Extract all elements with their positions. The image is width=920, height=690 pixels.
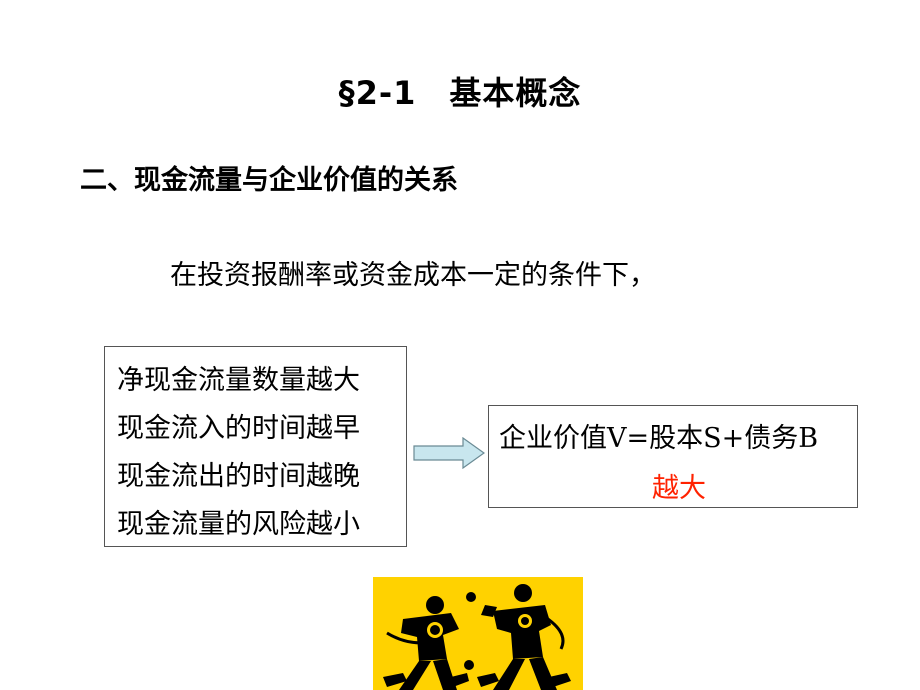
enterprise-value-formula: 企业价值V=股本S+债务B: [499, 423, 819, 454]
right-player-figure: [477, 584, 571, 690]
section-heading: 二、现金流量与企业价值的关系: [80, 165, 458, 196]
left-player-figure: [383, 596, 469, 690]
factor-item: 现金流量的风险越小: [117, 509, 360, 540]
factors-box: 净现金流量数量越大 现金流入的时间越早 现金流出的时间越晚 现金流量的风险越小: [104, 346, 407, 547]
factor-item: 净现金流量数量越大: [117, 365, 360, 396]
ball-icon: [466, 592, 476, 602]
result-box: 企业价值V=股本S+债务B 越大: [488, 405, 858, 508]
table-tennis-players-clipart: [373, 577, 583, 690]
condition-text: 在投资报酬率或资金成本一定的条件下，: [170, 260, 656, 291]
factor-item: 现金流出的时间越晚: [117, 461, 360, 492]
factor-item: 现金流入的时间越早: [117, 413, 360, 444]
conclusion-text: 越大: [652, 473, 706, 504]
right-arrow-icon: [413, 437, 485, 469]
slide-title: §2-1 基本概念: [338, 74, 582, 112]
